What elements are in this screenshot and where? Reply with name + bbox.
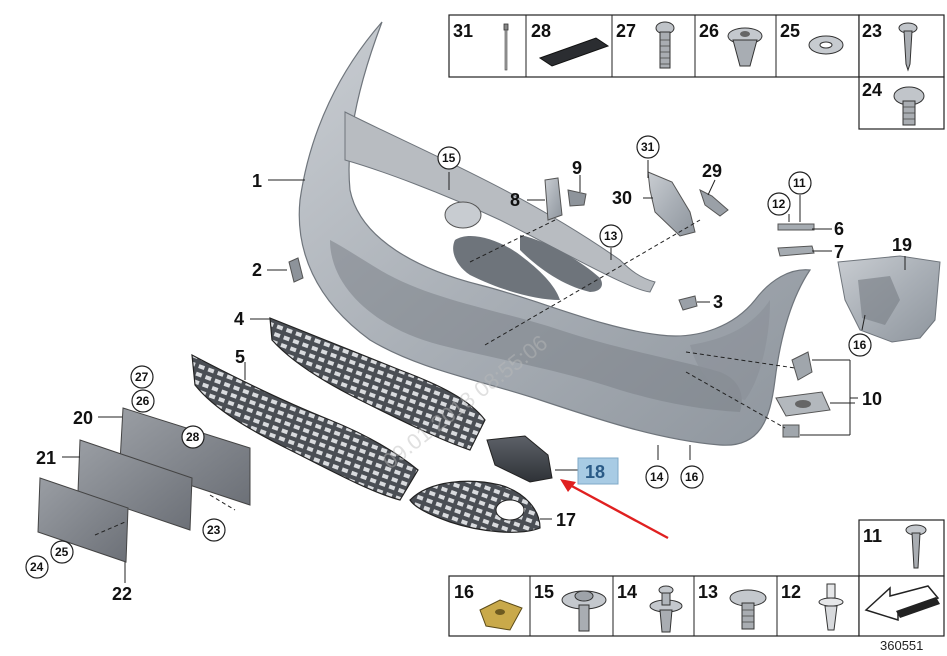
part-18-highlight-box [577,457,619,485]
circled-label-27: 27 [135,370,149,384]
part-9-bracket [567,189,587,207]
part-label-7: 7 [834,242,844,262]
part-4-grille [269,317,486,451]
bottom-box-label-16: 16 [454,582,474,602]
part-5-grille [191,353,419,501]
part-30-bracket [647,171,696,237]
circled-label-23: 23 [207,523,221,537]
top-box-label-27: 27 [616,21,636,41]
bottom-box-label-15: 15 [534,582,554,602]
circled-label-13: 13 [604,229,618,243]
self-tapping-screw-icon [898,22,918,72]
part-label-10: 10 [862,389,882,409]
part-29-bracket [699,189,729,217]
circled-label-24: 24 [30,560,44,574]
bottom-box-label-14: 14 [617,582,637,602]
part-label-5: 5 [235,347,245,367]
part-label-4: 4 [234,309,244,329]
part-label-8: 8 [510,190,520,210]
circled-label-16a: 16 [685,470,699,484]
top-box-label-25: 25 [780,21,800,41]
part-label-22: 22 [112,584,132,604]
bottom-hardware-box: 16 15 14 13 12 11 [448,519,945,637]
circled-label-11: 11 [793,176,806,190]
part-label-17: 17 [556,510,576,530]
part-3-clip [678,295,698,311]
red-arrow [560,479,669,540]
bumper-cover [298,21,812,446]
part-18-label[interactable]: 18 [585,462,605,482]
part-2-clip [288,257,304,283]
push-rivet-icon [649,585,683,633]
part-7-strip [777,245,815,257]
top-box-label-26: 26 [699,21,719,41]
bottom-box-label-12: 12 [781,582,801,602]
part-label-9: 9 [572,158,582,178]
part-21-plate-holder [77,439,193,531]
circled-label-15: 15 [442,151,456,165]
part-label-29: 29 [702,161,722,181]
top-box-label-23: 23 [862,21,882,41]
part-6-strip [777,223,815,231]
circled-label-12: 12 [772,197,786,211]
part-19-bracket [837,255,941,343]
part-label-21: 21 [36,448,56,468]
part-20-plate-base [119,407,251,506]
next-page-arrow-icon[interactable] [864,585,940,622]
top-box-label-28: 28 [531,21,551,41]
bottom-box-label-13: 13 [698,582,718,602]
circled-label-14: 14 [650,470,664,484]
expanding-nut-icon [727,27,763,67]
part-10-brackets [775,351,831,438]
part-8-bracket [544,177,563,221]
part-label-19: 19 [892,235,912,255]
hex-collar-screw-icon [729,589,767,630]
washer-icon [808,35,844,55]
top-box-label-24: 24 [862,80,882,100]
expanding-rivet-icon [818,583,844,631]
part-label-3: 3 [713,292,723,312]
part-label-6: 6 [834,219,844,239]
dashed-leaders [94,219,796,536]
part-label-30: 30 [612,188,632,208]
top-hardware-box: 31 28 27 26 25 23 24 [448,14,945,130]
part-label-20: 20 [73,408,93,428]
bottom-box-label-11: 11 [863,526,882,546]
adhesive-pad-icon [538,37,610,67]
part-label-2: 2 [252,260,262,280]
circled-label-16b: 16 [853,338,867,352]
rivet-pin-icon [503,23,509,71]
part-label-1: 1 [252,171,262,191]
part-17-fog-grille [409,480,541,533]
circled-labels [25,135,872,579]
circled-label-25: 25 [55,545,69,559]
part-18-trim [486,435,553,483]
collar-screw-icon [561,590,607,632]
circled-label-28: 28 [186,430,200,444]
leader-lines [62,160,906,583]
circled-label-26: 26 [136,394,150,408]
spring-nut-icon [479,599,523,631]
diagram-id: 360551 [880,638,923,653]
screw-icon [655,21,675,69]
top-box-label-31: 31 [453,21,473,41]
hex-screw-icon [893,86,925,126]
part-22-plate-bracket [37,477,129,563]
circled-label-31: 31 [641,140,655,154]
long-screw-icon [905,524,927,569]
